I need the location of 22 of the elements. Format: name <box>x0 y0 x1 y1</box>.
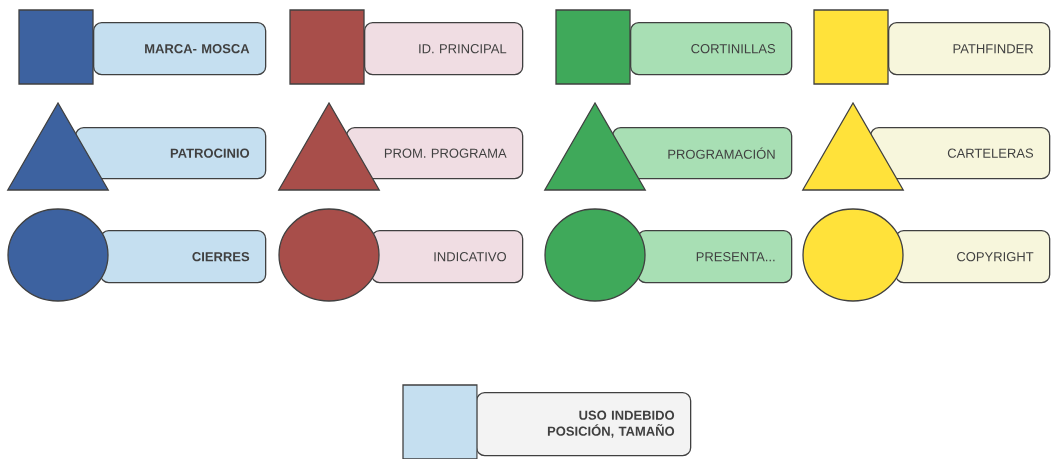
label-box: PROGRAMACIÓN <box>612 127 793 180</box>
label-box: PRESENTA... <box>637 230 793 284</box>
label-box: CIERRES <box>100 230 267 284</box>
square <box>402 384 478 459</box>
label-box: MARCA- MOSCA <box>93 22 267 76</box>
square <box>555 9 631 85</box>
circle <box>7 208 109 302</box>
square <box>18 9 94 85</box>
label-box: CORTINILLAS <box>630 22 793 76</box>
circle <box>278 208 380 302</box>
circle <box>802 208 904 302</box>
label-box: ID. PRINCIPAL <box>364 22 524 76</box>
label-box: PATHFINDER <box>888 22 1051 76</box>
label-box: PATROCINIO <box>75 127 267 180</box>
label-box: USO INDEBIDO POSICIÓN, TAMAÑO <box>476 392 692 457</box>
label-box: INDICATIVO <box>371 230 524 284</box>
label-box: CARTELERAS <box>870 127 1051 180</box>
label-box: PROM. PROGRAMA <box>346 127 524 180</box>
label-box: COPYRIGHT <box>895 230 1051 284</box>
square <box>813 9 889 85</box>
square <box>289 9 365 85</box>
circle <box>544 208 646 302</box>
